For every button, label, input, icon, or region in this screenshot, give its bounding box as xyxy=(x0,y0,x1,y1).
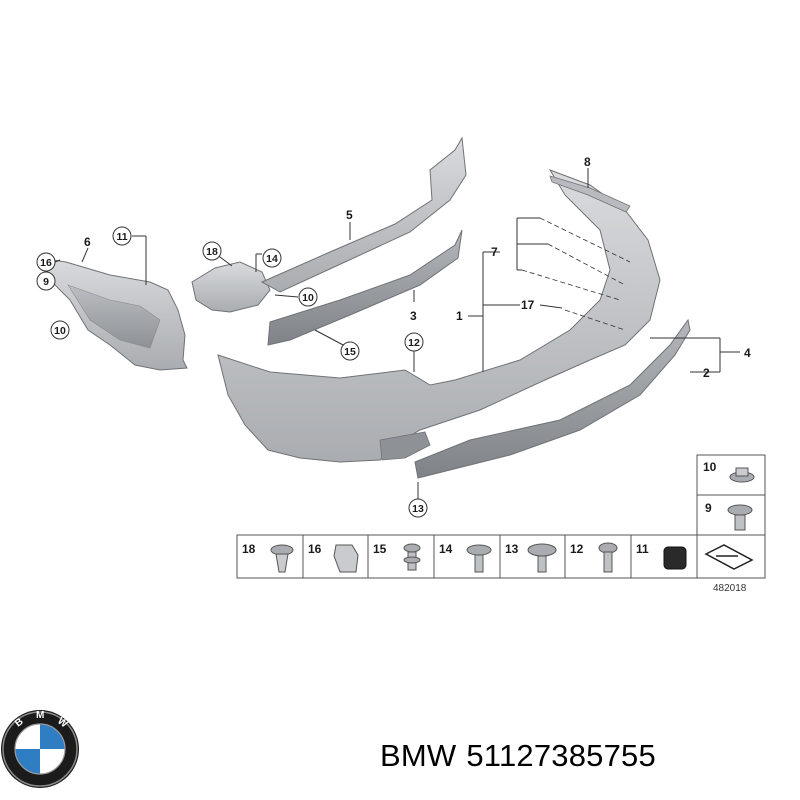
svg-text:11: 11 xyxy=(116,231,127,243)
hardware-column: 10 9 xyxy=(696,454,766,546)
nut-icon xyxy=(729,467,755,483)
label-17: 17 xyxy=(521,298,535,312)
label-6: 6 xyxy=(84,235,91,249)
hw-label-14: 14 xyxy=(439,542,453,556)
carrier-lower-part xyxy=(267,229,463,346)
label-18-circle: 18 xyxy=(202,241,222,261)
label-10-circle-left: 10 xyxy=(50,320,70,340)
label-7: 7 xyxy=(491,245,498,259)
part-number: 51127385755 xyxy=(466,738,656,773)
label-13-circle: 13 xyxy=(408,498,428,518)
hw-label-15: 15 xyxy=(373,542,387,556)
hw-label-18: 18 xyxy=(242,542,256,556)
svg-text:9: 9 xyxy=(43,276,49,288)
bolt-12-icon xyxy=(598,542,618,573)
svg-text:13: 13 xyxy=(412,503,424,515)
hw-label-11: 11 xyxy=(636,542,649,556)
bumper-cover-part xyxy=(217,169,661,463)
svg-text:12: 12 xyxy=(408,337,420,349)
diagram-number: 482018 xyxy=(713,583,747,594)
leader-lines xyxy=(54,168,740,500)
clip-18-icon xyxy=(270,544,294,573)
carrier-upper-part xyxy=(260,136,467,293)
svg-text:18: 18 xyxy=(206,246,218,258)
clip-15-icon xyxy=(403,543,421,571)
svg-text:10: 10 xyxy=(54,325,66,337)
screw-13-icon xyxy=(527,543,557,573)
washer-screw-icon xyxy=(727,504,753,531)
trim-strip-part xyxy=(549,175,631,213)
bracket-small-part xyxy=(191,261,271,313)
bmw-logo: B M W xyxy=(1,710,79,788)
label-9-circle: 9 xyxy=(36,271,56,291)
clip-16-icon xyxy=(333,544,359,573)
hw-label-13: 13 xyxy=(505,542,519,556)
foam-pad-11-icon xyxy=(663,546,687,570)
label-16-circle: 16 xyxy=(36,252,56,272)
adhesive-strip-icon xyxy=(704,544,754,570)
label-1: 1 xyxy=(456,309,463,323)
label-5: 5 xyxy=(346,208,353,222)
hw-label-10: 10 xyxy=(703,460,717,474)
hw-label-9: 9 xyxy=(705,501,712,515)
label-3: 3 xyxy=(410,309,417,323)
part-caption: BMW 51127385755 xyxy=(380,738,795,774)
svg-text:10: 10 xyxy=(302,292,314,304)
dashed-guides xyxy=(521,217,631,331)
svg-text:M: M xyxy=(36,710,44,721)
label-4: 4 xyxy=(744,346,751,360)
svg-text:16: 16 xyxy=(40,257,52,269)
part-labels: 6 11 16 9 10 18 14 5 10 3 15 12 1 7 17 8… xyxy=(36,155,751,518)
brand-name: BMW xyxy=(380,738,457,773)
hw-label-12: 12 xyxy=(570,542,584,556)
svg-text:15: 15 xyxy=(344,346,356,358)
label-2: 2 xyxy=(703,366,710,380)
label-11-circle: 11 xyxy=(112,226,132,246)
label-8: 8 xyxy=(584,155,591,169)
label-12-circle: 12 xyxy=(404,332,424,352)
hw-label-16: 16 xyxy=(308,542,322,556)
diffuser-part xyxy=(414,318,691,479)
screw-14-icon xyxy=(466,544,492,573)
label-14-circle: 14 xyxy=(262,248,282,268)
label-15-circle: 15 xyxy=(340,341,360,361)
label-10-circle-mid: 10 xyxy=(298,287,318,307)
hardware-row: 18 16 15 14 13 12 11 482018 xyxy=(236,534,766,594)
bracket-left-part xyxy=(39,257,188,371)
svg-text:14: 14 xyxy=(266,253,278,265)
